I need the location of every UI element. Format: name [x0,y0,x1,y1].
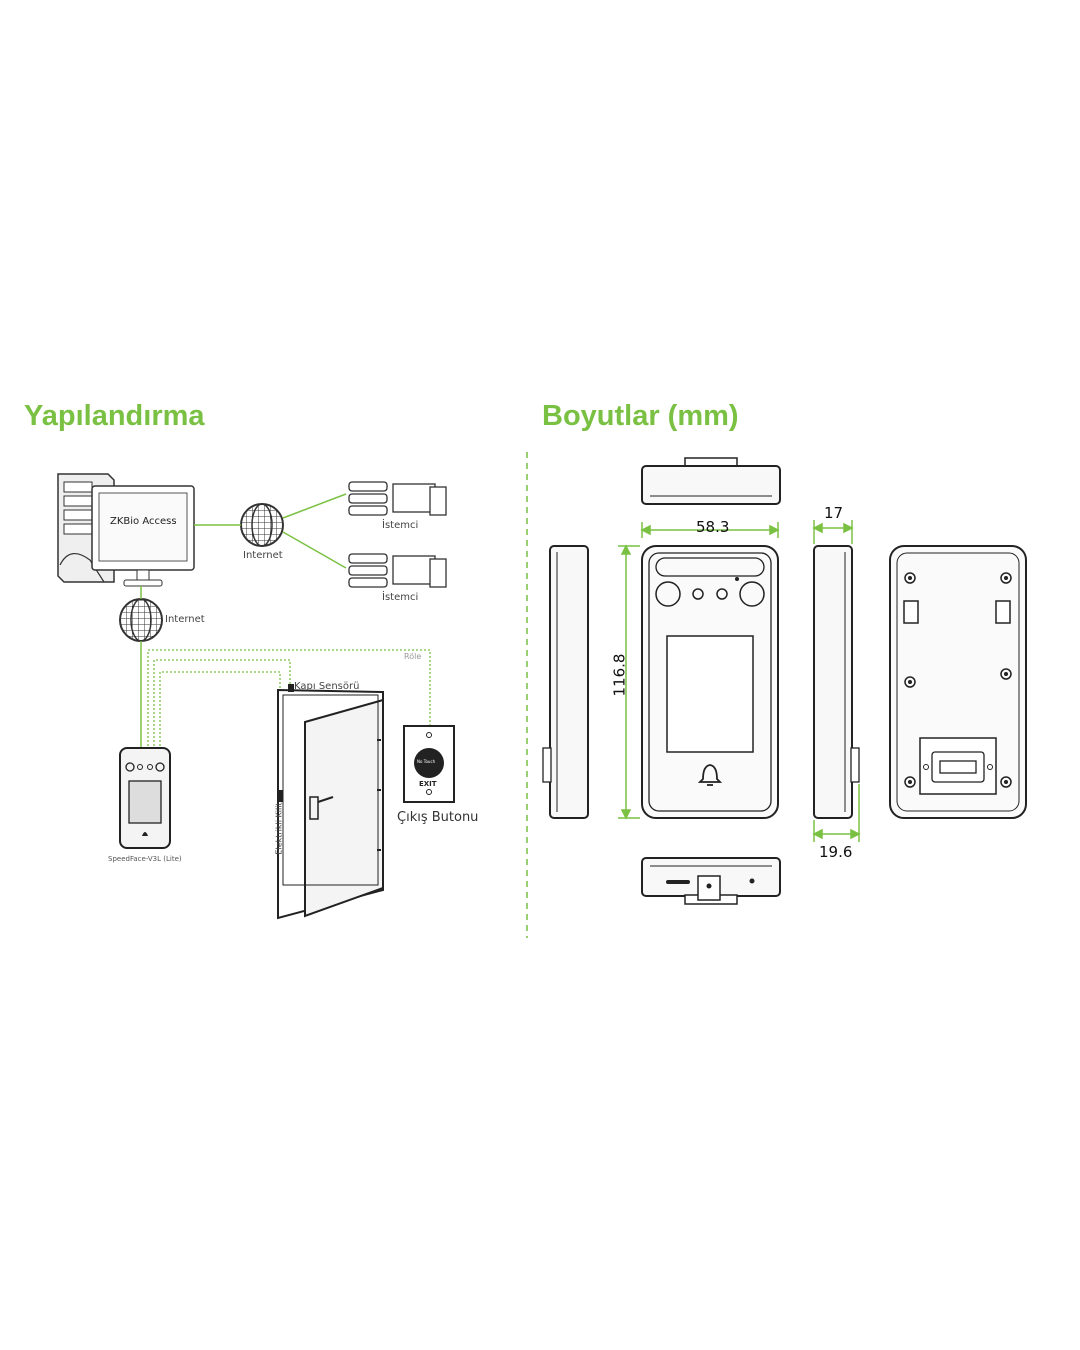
client-label-1: İstemci [382,520,419,531]
door-sensor-label: Kapı Sensörü [294,681,360,692]
exit-button-face-label: EXIT [419,780,437,788]
internet-label-top: Internet [243,550,283,561]
internet-label-left: Internet [165,614,205,625]
globe-icon [119,598,163,642]
client-workstation-icon [348,481,447,516]
globe-icon [240,503,284,547]
back-view [889,545,1027,819]
monitor-icon [91,485,195,587]
device-name-label: SpeedFace-V3L (Lite) [108,855,182,863]
height-dimension: 116.8 [610,653,629,697]
relay-label: Röle [404,652,422,661]
exit-button-icon [403,725,455,803]
network-connections [140,493,347,750]
face-terminal-icon [119,747,171,849]
exit-button-label: Çıkış Butonu [397,810,479,825]
software-brand-label: ZKBio Access [110,516,177,527]
bell-icon [697,764,723,786]
left-side-view [542,545,589,819]
depth-bottom-dimension: 19.6 [819,843,853,861]
dimensions-title: Boyutlar (mm) [542,400,739,432]
width-dimension: 58.3 [696,518,730,536]
electric-lock-label: Elektrikli Kilit [274,802,284,855]
front-view [641,545,779,819]
configuration-title: Yapılandırma [24,400,205,432]
bottom-view [641,857,781,905]
exit-button-text: No Touch [417,759,436,764]
door-icon [277,684,384,920]
top-view [641,457,781,505]
right-side-view [813,545,860,819]
depth-top-dimension: 17 [824,504,844,522]
client-label-2: İstemci [382,592,419,603]
client-workstation-icon [348,553,447,588]
dimension-lines [618,520,861,842]
